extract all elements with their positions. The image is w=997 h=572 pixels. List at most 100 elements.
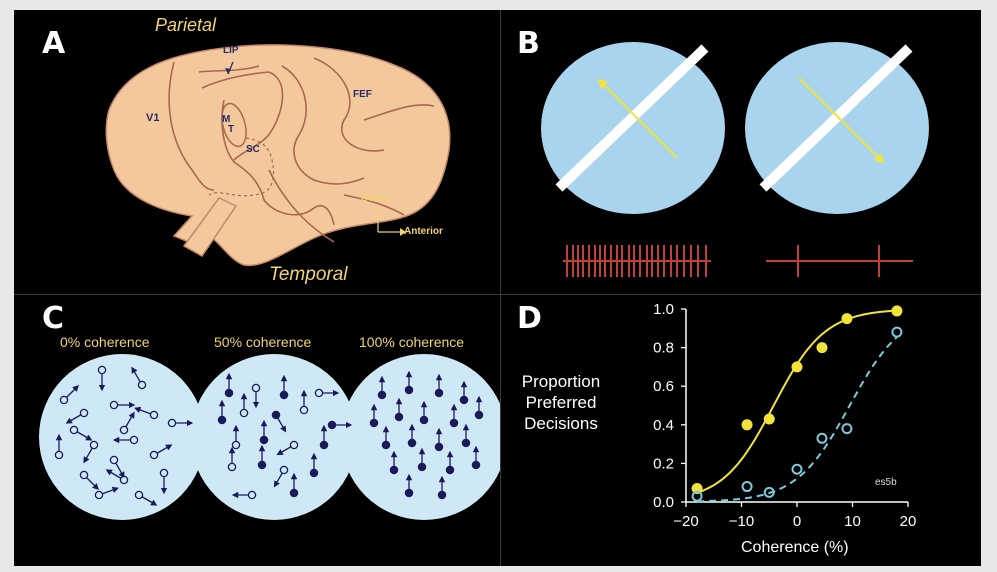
x-tick-label: −20 [673,513,698,530]
dot [289,488,299,498]
dot [59,395,69,405]
data-point-series-1 [741,419,753,431]
panel-letter-c: C [42,301,65,336]
dot [314,388,324,398]
dot [119,425,129,435]
dot [89,440,99,450]
y-axis-label-line-1: Proportion [521,372,601,391]
data-point-series-1 [691,482,703,494]
dot [377,390,387,400]
label-sc: SC [246,144,260,155]
dot [149,410,159,420]
label-mt-m: M [222,114,231,125]
brainstem [182,197,238,257]
dot [471,460,481,470]
dot [279,390,289,400]
y-tick-label: 0.0 [653,494,674,511]
panel-b-receptive-fields: B [501,10,981,293]
label-temporal: Temporal [269,264,348,285]
dots-0-coherence [54,365,194,506]
dot [461,438,471,448]
bar-stimulus-left [555,44,709,192]
y-tick-label: 0.6 [653,378,674,395]
x-axis-label: Coherence (%) [741,539,849,556]
dot [247,490,257,500]
label-v1: V1 [146,112,160,124]
dot [459,395,469,405]
dots-100-coherence [369,370,484,500]
label-lip: LIP [223,45,239,56]
dot [381,440,391,450]
dot [271,410,281,420]
dot [257,460,267,470]
dot [134,490,144,500]
data-point-series-1 [763,413,775,425]
dot [109,400,119,410]
data-point-series-2 [763,486,775,498]
dot [217,415,227,425]
panel-letter-a: A [42,26,66,61]
dot [94,490,104,500]
data-point-series-1 [891,305,903,317]
dots-50-coherence [217,372,353,500]
y-axis-label-line-2: Preferred [525,393,597,412]
data-point-series-2 [791,463,803,475]
mt-area [221,102,247,148]
brain-outline [105,44,451,267]
label-fef: FEF [353,89,372,100]
dot [449,418,459,428]
dot [119,475,129,485]
dot [259,435,269,445]
panel-letter-b: B [517,26,540,61]
spike-train-weak [766,245,913,277]
y-tick-label: 1.0 [653,301,674,318]
dot [407,438,417,448]
dot [404,488,414,498]
y-tick-label: 0.8 [653,340,674,357]
dot [109,455,119,465]
dot [474,410,484,420]
data-point-series-2 [816,432,828,444]
data-point-series-2 [691,490,703,502]
aperture-50 [191,354,357,520]
dot [79,470,89,480]
dot [231,440,241,450]
dot [97,365,107,375]
y-axis-label: Proportion Preferred Decisions [511,371,611,434]
receptive-field-diagram [541,42,929,277]
x-tick-label: 10 [844,513,861,530]
dot [389,465,399,475]
dot [417,462,427,472]
y-tick-label: 0.4 [653,417,674,434]
dot [79,408,89,418]
dot [149,450,159,460]
dot [309,468,319,478]
panel-letter-d: D [517,301,542,336]
dot [437,490,447,500]
panel-divider-vertical [500,10,501,566]
dot [327,420,337,430]
receptive-field-left [541,42,725,214]
panel-c-motion-coherence: C 0% coherence 50% coherence 100% cohere… [14,295,500,566]
label-dorsal: Dorsal [361,193,393,204]
y-axis-label-line-3: Decisions [524,414,598,433]
dot [369,418,379,428]
dot [434,388,444,398]
dot [289,440,299,450]
x-tick-label: 0 [793,513,801,530]
dot [129,435,139,445]
panel-divider-horizontal [14,294,981,295]
dot [434,442,444,452]
dot [299,405,309,415]
coherence-label-50: 50% coherence [214,334,312,350]
data-point-series-2 [841,423,853,435]
panel-a-brain: A Parietal Temporal LIP V1 M [14,10,500,293]
label-parietal: Parietal [155,15,217,35]
coherence-label-100: 100% coherence [359,334,465,350]
dot-stimuli [39,354,500,520]
dot [54,450,64,460]
dot [394,412,404,422]
aperture-100 [341,354,500,520]
